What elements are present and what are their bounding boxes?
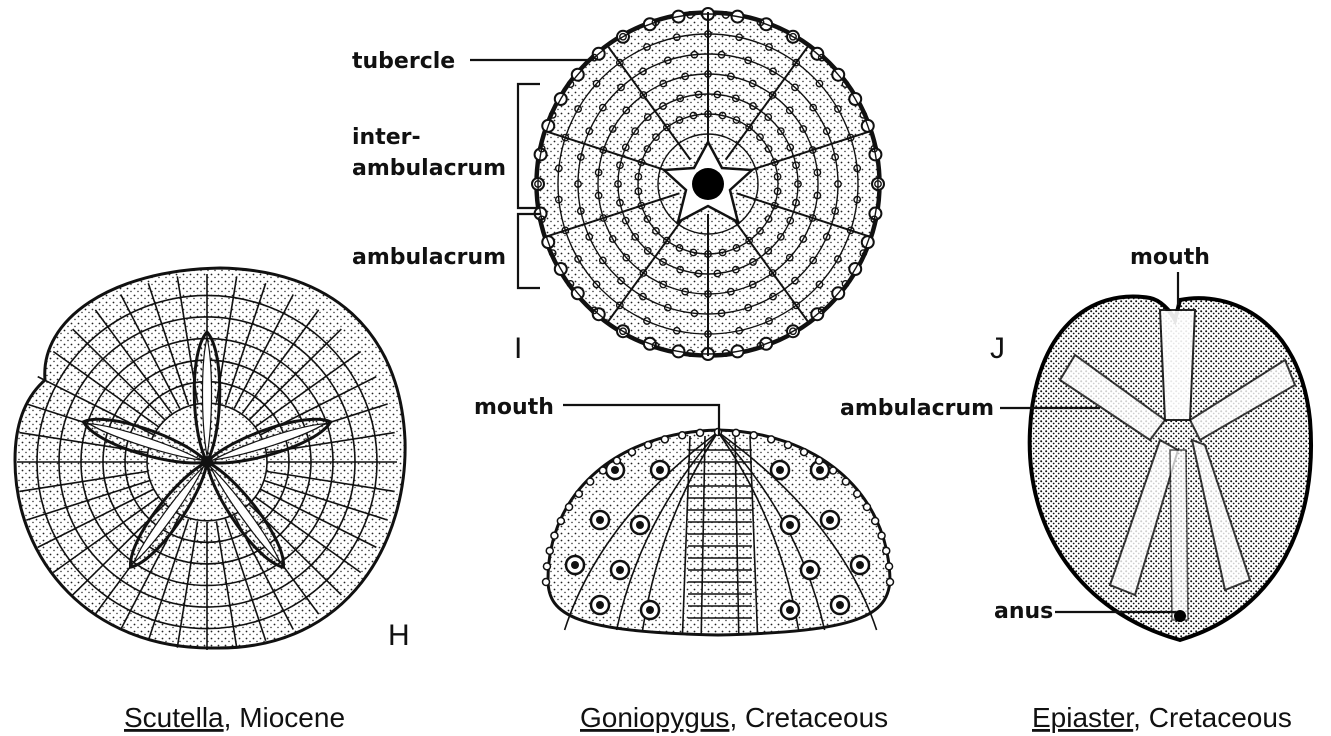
label-interambulacrum-1: inter- — [352, 125, 421, 150]
label-mouth-center: mouth — [474, 395, 554, 420]
label-ambulacrum-I: ambulacrum — [352, 245, 506, 270]
periproct — [692, 168, 724, 200]
caption-genus: Goniopygus — [580, 702, 729, 733]
caption-genus: Epiaster — [1032, 702, 1134, 733]
caption-epiaster: Epiaster, Cretaceous — [1032, 702, 1292, 733]
figure-letter-J: J — [990, 332, 1005, 365]
epiaster-drawing — [1030, 297, 1311, 640]
bracket-ambulacrum — [518, 214, 540, 288]
caption-scutella: Scutella, Miocene — [124, 702, 345, 733]
label-interambulacrum-2: ambulacrum — [352, 156, 506, 181]
caption-age: Miocene — [239, 702, 345, 733]
caption-age: Cretaceous — [745, 702, 888, 733]
goniopygus-side-drawing — [543, 429, 894, 636]
caption-separator: , — [729, 702, 745, 733]
caption-separator: , — [224, 702, 240, 733]
caption-goniopygus: Goniopygus, Cretaceous — [580, 702, 888, 733]
figure-letter-H: H — [388, 619, 410, 652]
scutella-drawing — [15, 268, 405, 650]
figure-letter-I: I — [514, 332, 522, 365]
caption-age: Cretaceous — [1149, 702, 1292, 733]
label-tubercle: tubercle — [352, 49, 455, 74]
label-anus: anus — [994, 599, 1053, 624]
caption-separator: , — [1133, 702, 1149, 733]
caption-genus: Scutella — [124, 702, 224, 733]
label-mouth-right: mouth — [1130, 245, 1210, 270]
label-ambulacrum-right: ambulacrum — [840, 396, 994, 421]
